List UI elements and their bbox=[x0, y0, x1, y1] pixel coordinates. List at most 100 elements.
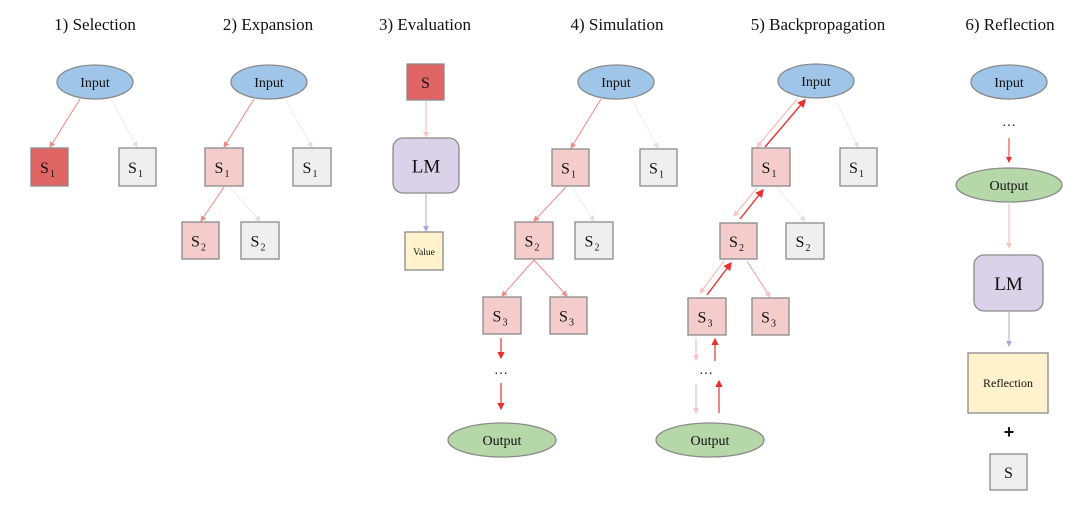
input-node: Input bbox=[777, 63, 855, 99]
edge-s2-s1-backward bbox=[739, 188, 764, 220]
edge-s1-s2-unvisited bbox=[228, 186, 261, 222]
node-subscript: 2 bbox=[201, 243, 206, 254]
unvisited-box-shape bbox=[989, 453, 1028, 491]
visited-box-shape bbox=[687, 297, 727, 336]
output-ellipse-shape bbox=[447, 422, 557, 458]
output-node: Output bbox=[447, 422, 557, 458]
node-subscript: 1 bbox=[771, 169, 776, 180]
input-ellipse-shape bbox=[577, 64, 655, 100]
state-s1-unvisited: S1 bbox=[839, 147, 878, 187]
state-s3-right: S3 bbox=[751, 297, 790, 336]
edge-input-s1-unvisited bbox=[284, 98, 313, 148]
edge-s2-s3-right bbox=[746, 260, 771, 298]
edge-s1-s2-unvisited bbox=[776, 186, 806, 222]
edge-s1-input-backward bbox=[764, 98, 806, 148]
edge-input-s1-forward bbox=[756, 98, 798, 148]
edge-s2-s3-forward bbox=[699, 260, 725, 294]
node-subscript: 1 bbox=[859, 169, 864, 180]
node-subscript: 1 bbox=[224, 169, 229, 180]
state-s3-left: S3 bbox=[687, 297, 727, 336]
unvisited-box-shape bbox=[118, 147, 157, 187]
state-s1-unvisited: S1 bbox=[639, 148, 678, 187]
input-node: Input bbox=[970, 64, 1048, 100]
state-s2-unvisited: S2 bbox=[785, 222, 825, 260]
visited-box-shape bbox=[482, 296, 522, 335]
panel-title-simulation: 4) Simulation bbox=[570, 15, 664, 34]
visited-box-shape bbox=[751, 297, 790, 336]
visited-box-shape bbox=[549, 296, 588, 335]
input-ellipse-shape bbox=[230, 64, 308, 100]
node-label: LM bbox=[412, 157, 441, 178]
state-s2-visited: S2 bbox=[181, 221, 220, 260]
unvisited-box-shape bbox=[574, 221, 614, 260]
edge-input-s1-unvisited bbox=[110, 98, 138, 148]
node-subscript: 2 bbox=[805, 243, 810, 254]
edge-input-s1 bbox=[49, 98, 81, 148]
state-s1-unvisited: S1 bbox=[118, 147, 157, 187]
node-label: Reflection bbox=[983, 376, 1033, 390]
state-s3-right: S3 bbox=[549, 296, 588, 335]
ellipsis: … bbox=[699, 363, 713, 378]
selected-box-shape bbox=[30, 147, 69, 187]
ellipsis: … bbox=[494, 363, 508, 378]
visited-box-shape bbox=[181, 221, 220, 260]
ellipsis: … bbox=[1002, 115, 1016, 130]
note-box-shape bbox=[967, 352, 1049, 414]
unvisited-box-shape bbox=[839, 147, 878, 187]
state-s-unvisited: S bbox=[989, 453, 1028, 491]
input-ellipse-shape bbox=[56, 64, 134, 100]
state-s1-unvisited: S1 bbox=[292, 147, 332, 187]
visited-box-shape bbox=[204, 147, 244, 187]
edge-s1-s2-forward bbox=[733, 187, 758, 217]
node-label: Input bbox=[254, 76, 284, 91]
selected-box-shape bbox=[406, 63, 445, 101]
node-subscript: 1 bbox=[659, 170, 664, 181]
node-label: Input bbox=[801, 75, 831, 90]
node-label: Output bbox=[691, 434, 730, 449]
panel-title-backpropagation: 5) Backpropagation bbox=[751, 15, 886, 34]
node-label: Output bbox=[990, 179, 1029, 194]
edge-s1-s2 bbox=[533, 186, 567, 222]
node-subscript: 1 bbox=[312, 169, 317, 180]
node-subscript: 3 bbox=[502, 318, 507, 329]
node-label: Input bbox=[80, 76, 110, 91]
node-label: Input bbox=[601, 76, 631, 91]
edges-layer bbox=[49, 98, 1012, 414]
output-ellipse-shape bbox=[655, 422, 765, 458]
output-node: Output bbox=[955, 167, 1063, 203]
lm-box-shape bbox=[392, 137, 460, 194]
edge-s2-s3-right bbox=[533, 259, 568, 297]
node-label: LM bbox=[994, 274, 1023, 295]
visited-box-shape bbox=[514, 221, 554, 260]
input-node: Input bbox=[230, 64, 308, 100]
unvisited-box-shape bbox=[292, 147, 332, 187]
visited-box-shape bbox=[751, 147, 791, 187]
note-box-shape bbox=[404, 231, 444, 271]
node-label: Input bbox=[994, 76, 1024, 91]
state-s2-unvisited: S2 bbox=[574, 221, 614, 260]
state-s3-left: S3 bbox=[482, 296, 522, 335]
output-ellipse-shape bbox=[955, 167, 1063, 203]
node-subscript: 3 bbox=[771, 319, 776, 330]
state-s2-visited: S2 bbox=[719, 222, 758, 260]
unvisited-box-shape bbox=[639, 148, 678, 187]
value-node: Value bbox=[404, 231, 444, 271]
node-text: … bbox=[1002, 115, 1016, 130]
node-subscript: 2 bbox=[260, 243, 265, 254]
edge-s2-s3-left bbox=[501, 259, 535, 297]
node-label: S bbox=[421, 75, 430, 92]
lm-box-shape bbox=[973, 254, 1044, 312]
lm-node: LM bbox=[392, 137, 460, 194]
input-ellipse-shape bbox=[970, 64, 1048, 100]
edge-input-s1 bbox=[570, 98, 602, 149]
node-subscript: 2 bbox=[594, 243, 599, 254]
node-text: + bbox=[1004, 422, 1015, 442]
panel-title-expansion: 2) Expansion bbox=[223, 15, 314, 34]
state-s2-unvisited: S2 bbox=[240, 221, 280, 260]
node-text: … bbox=[494, 363, 508, 378]
state-s1-visited: S1 bbox=[204, 147, 244, 187]
node-subscript: 1 bbox=[138, 169, 143, 180]
lm-node: LM bbox=[973, 254, 1044, 312]
plus-sign: + bbox=[1004, 422, 1015, 442]
